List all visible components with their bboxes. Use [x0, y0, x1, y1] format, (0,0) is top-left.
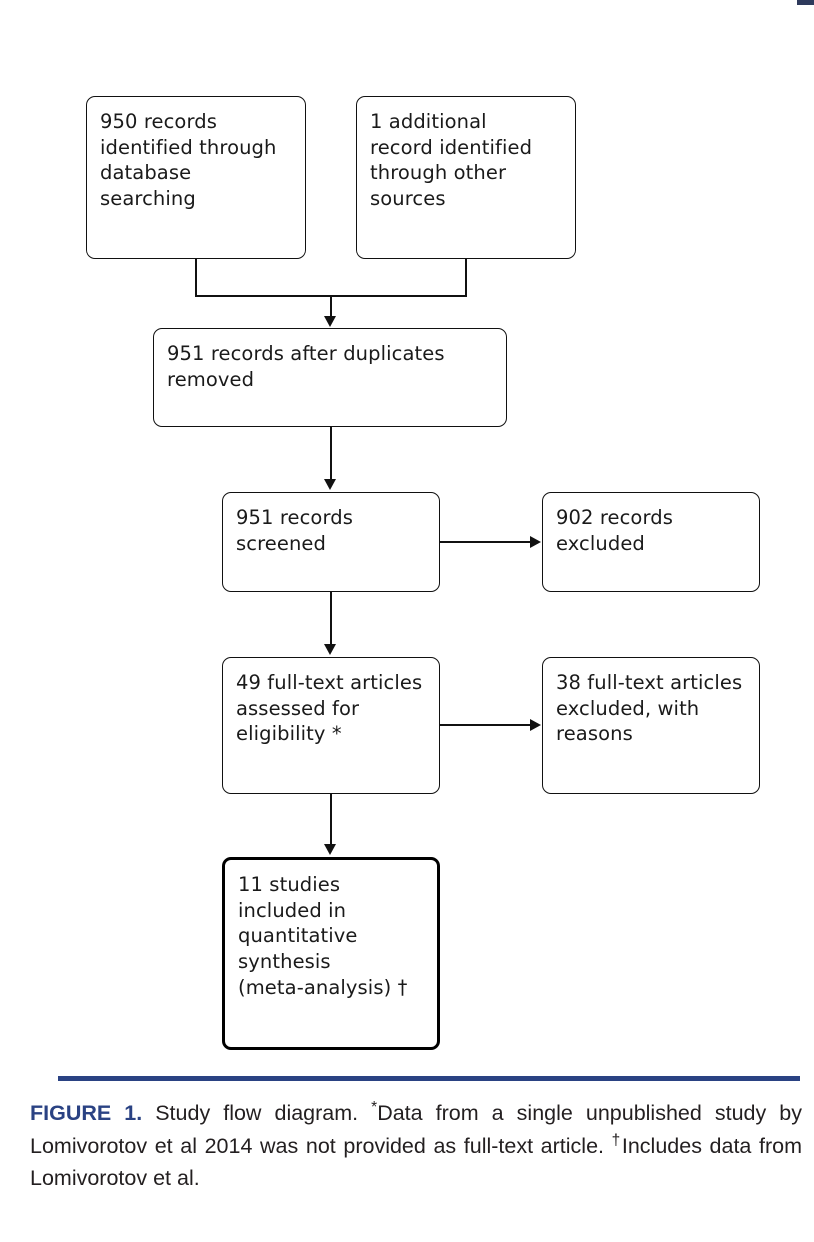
arrow-right-icon [530, 718, 541, 731]
arrow-down-icon [324, 844, 336, 855]
connector-screened-to-excluded [440, 541, 532, 544]
arrow-down-icon [324, 479, 336, 490]
flow-node-records-excluded: 902 records excluded [542, 492, 760, 592]
flow-node-fulltext-assessed-eligibility: 49 full-text articles assessed for eligi… [222, 657, 440, 794]
figure-label: FIGURE 1. [30, 1101, 143, 1125]
caption-text-2: Data from a single unpublished study by … [30, 1101, 802, 1158]
caption-asterisk-marker: * [371, 1098, 378, 1116]
page-edge-marker [797, 0, 814, 5]
study-flow-diagram: 950 records identified through database … [86, 96, 760, 1050]
connector-screened-to-eligibility [329, 592, 332, 646]
connector-merge-stem [329, 295, 332, 319]
connector-eligibility-to-excluded-reasons [440, 724, 532, 727]
flow-node-studies-included-meta-analysis: 11 studies included in quantitative synt… [222, 857, 440, 1050]
flow-node-records-after-duplicates-removed: 951 records after duplicates removed [153, 328, 507, 427]
figure-divider-rule [58, 1076, 800, 1081]
arrow-down-icon [324, 316, 336, 327]
arrow-down-icon [324, 644, 336, 655]
arrow-right-icon [530, 535, 541, 548]
connector-eligibility-to-included [329, 794, 332, 846]
caption-text-1: Study flow diagram. [142, 1101, 372, 1125]
connector-other-drop [465, 259, 468, 297]
flow-node-records-identified-other-sources: 1 additional record identified through o… [356, 96, 576, 259]
flow-node-fulltext-excluded-with-reasons: 38 full-text articles excluded, with rea… [542, 657, 760, 794]
connector-db-drop [195, 259, 198, 297]
flow-node-records-identified-database: 950 records identified through database … [86, 96, 306, 259]
figure-caption: FIGURE 1. Study flow diagram. *Data from… [30, 1097, 802, 1195]
caption-dagger-marker: † [611, 1131, 622, 1149]
caption-text-3: Includes data from Lomivorotov et al. [30, 1133, 802, 1191]
connector-dedup-to-screened [329, 427, 332, 481]
flow-node-records-screened: 951 records screened [222, 492, 440, 592]
